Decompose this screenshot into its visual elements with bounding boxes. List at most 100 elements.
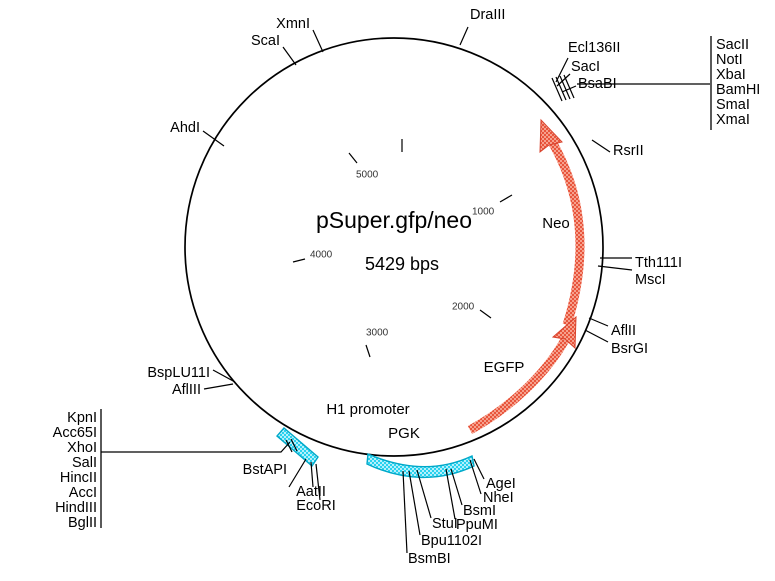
polylinker-right: SacII NotI XbaI BamHI SmaI XmaI <box>710 36 760 130</box>
site-label-bsrgi: BsrGI <box>611 341 648 357</box>
tick-mark-4000 <box>292 258 306 263</box>
leader-msci <box>597 265 633 271</box>
site-group-left: AhdI BspLU11I AflIII <box>147 120 236 398</box>
site-label-acci: AccI <box>69 485 97 501</box>
site-label-scai: ScaI <box>251 33 280 49</box>
leader-ecori <box>315 463 321 501</box>
tick-label-5000: 5000 <box>356 170 379 181</box>
site-label-noti: NotI <box>716 52 743 68</box>
leader-polylinker-left <box>101 441 291 453</box>
scale-ticks: 1000 2000 3000 4000 5000 <box>292 139 513 358</box>
leader-agei <box>473 458 485 480</box>
site-label-xhoi: XhoI <box>67 440 97 456</box>
tickfan-1 <box>551 77 563 102</box>
leader-bsmi <box>450 468 463 506</box>
feature-box-pgk-shape <box>366 452 475 479</box>
page-title: pSuper.gfp/neo <box>316 207 472 233</box>
site-label-saci: SacI <box>571 59 600 75</box>
site-label-ppumi: PpuMI <box>456 517 498 533</box>
tickfan-4 <box>563 74 575 99</box>
site-label-rsrii: RsrII <box>613 143 644 159</box>
site-label-bglii: BglII <box>68 515 97 531</box>
site-label-sacii: SacII <box>716 37 749 53</box>
leader-scai <box>282 46 297 66</box>
tick-label-3000: 3000 <box>366 328 389 339</box>
site-label-tth111i: Tth111I <box>635 255 682 271</box>
leader-bpu1102i <box>408 470 421 536</box>
site-group-top: ScaI XmnI DraIII <box>251 7 505 66</box>
site-label-msci: MscI <box>635 272 666 288</box>
tick-label-4000: 4000 <box>310 250 333 261</box>
plasmid-size-label: 5429 bps <box>365 254 439 274</box>
leader-saci <box>556 73 571 87</box>
site-label-kpni: KpnI <box>67 410 97 426</box>
plasmid-backbone-circle <box>184 37 604 457</box>
leader-nhei <box>469 459 482 495</box>
tickfan-2 <box>555 76 567 101</box>
leader-aatii <box>310 461 314 488</box>
tick-mark-2000 <box>479 309 492 319</box>
leader-draiii <box>459 26 469 46</box>
leader-bstapi <box>288 458 307 488</box>
tick-mark-3000 <box>365 344 371 358</box>
polylinker-left: KpnI Acc65I XhoI SalI HincII AccI HindII… <box>53 409 291 531</box>
site-label-agei: AgeI <box>486 476 516 492</box>
tickfan-3 <box>559 75 571 100</box>
site-label-draiii: DraIII <box>470 7 505 23</box>
leader-aflii <box>588 317 609 327</box>
site-label-sali: SalI <box>72 455 97 471</box>
leader-afliii <box>203 383 234 390</box>
tickfan-h1-2 <box>290 438 298 452</box>
site-label-bpu1102i: Bpu1102I <box>421 533 482 549</box>
site-label-xbai: XbaI <box>716 67 746 83</box>
site-label-ecl136ii: Ecl136II <box>568 40 620 56</box>
gene-arrow-neo <box>539 118 585 327</box>
leader-bsrgi <box>584 329 609 343</box>
tick-mark-1000 <box>499 194 513 203</box>
site-label-xmai: XmaI <box>716 112 750 128</box>
feature-label-h1-promoter: H1 promoter <box>326 401 409 418</box>
site-label-hindiii: HindIII <box>55 500 97 516</box>
feature-box-h1-promoter-shape <box>276 427 319 468</box>
leader-rsrii <box>591 139 611 153</box>
leader-xmni <box>312 29 324 53</box>
gene-arrow-neo-body <box>547 137 585 327</box>
tick-label-1000: 1000 <box>472 207 495 218</box>
leader-ahdi <box>202 130 225 147</box>
gene-arrow-egfp-body <box>467 337 569 434</box>
feature-box-h1-promoter <box>276 427 319 468</box>
site-label-nhei: NheI <box>483 490 514 506</box>
gene-label-egfp: EGFP <box>484 359 525 376</box>
tick-label-2000: 2000 <box>452 302 475 313</box>
gene-arrow-egfp <box>467 315 577 434</box>
leader-ppumi <box>445 468 456 520</box>
gene-label-neo: Neo <box>542 215 570 232</box>
leader-bsplu11i <box>212 369 236 383</box>
site-label-xmni: XmnI <box>276 16 310 32</box>
feature-box-pgk <box>366 452 475 479</box>
site-label-smai: SmaI <box>716 97 750 113</box>
leader-bsabi <box>561 85 577 93</box>
site-label-ecori: EcoRI <box>296 498 336 514</box>
site-label-afliii: AflIII <box>172 382 201 398</box>
site-group-upper-right: Ecl136II SacI BsaBI <box>551 40 710 102</box>
leader-bsmbi <box>402 470 408 554</box>
site-label-stui: StuI <box>432 516 458 532</box>
tick-mark-5000 <box>348 152 358 164</box>
leader-ecl136ii <box>555 57 569 83</box>
site-label-aflii: AflII <box>611 323 636 339</box>
site-label-hincii: HincII <box>60 470 97 486</box>
feature-label-pgk: PGK <box>388 425 420 442</box>
site-group-right: RsrII Tth111I MscI AflII BsrGI <box>584 139 682 357</box>
gene-arrow-egfp-head <box>551 315 577 350</box>
site-label-bsmi: BsmI <box>463 503 496 519</box>
site-label-bamhi: BamHI <box>716 82 760 98</box>
site-label-acc65i: Acc65I <box>53 425 97 441</box>
leader-stui <box>416 469 432 519</box>
site-group-bottom: BstAPI AatII EcoRI StuI Bpu1102I BsmBI B… <box>243 438 516 567</box>
site-label-bsmbi: BsmBI <box>408 551 451 567</box>
site-label-bstapi: BstAPI <box>243 462 287 478</box>
site-label-ahdi: AhdI <box>170 120 200 136</box>
